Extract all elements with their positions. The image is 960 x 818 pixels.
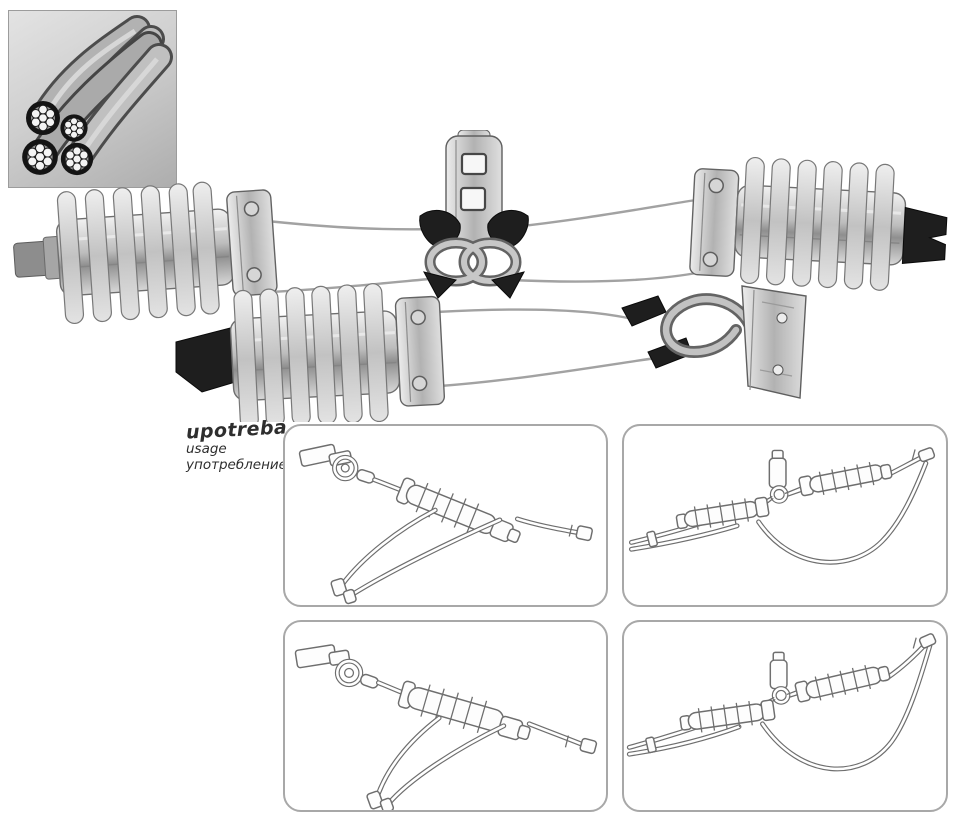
wire-loops [424,237,522,287]
plastic-wedge [901,206,948,264]
pole-bracket-drawing [294,644,379,689]
bundled-cable-illustration [21,15,173,176]
usage-panel-1 [283,424,608,607]
cable-drawing [366,718,598,810]
usage-panel-2 [622,424,948,607]
usage-panel-3 [283,620,608,812]
anchor-clamp-right-drawing [798,461,893,497]
usage-label-handwritten: upotreba [185,416,288,444]
cable-drawing [330,510,593,605]
anchor-clamp-right-drawing [794,664,891,703]
wire-guard [621,295,667,327]
pole-bracket-drawing [298,443,376,484]
usage-drawing-1 [298,443,593,605]
anchor-clamp-drawing [397,680,531,741]
wall-bracket [621,285,807,399]
anchor-clamp-left-drawing [675,496,770,530]
center-hook-bracket [419,130,529,299]
usage-drawing-4 [624,633,937,810]
usage-label-ru: употребление [186,457,287,473]
anchor-clamp-drawing [395,477,521,544]
cable-tubes [28,15,173,172]
anchor-clamp-right [689,156,948,291]
anchor-clamp-lower [175,283,446,422]
anchor-clamp-left-drawing [679,699,776,733]
usage-label-block: upotreba ► usage употребление [185,416,304,473]
cable-cross-section-thumbnail [8,10,177,188]
usage-label-en: usage [186,441,227,457]
product-photo-assemblies [13,130,948,422]
plastic-wedge [175,325,243,393]
lower-assembly-wires [435,308,657,388]
usage-panel-4 [622,620,948,812]
usage-drawing-2 [624,447,936,605]
anchor-clamp-left [13,181,278,325]
usage-drawing-3 [294,644,598,810]
